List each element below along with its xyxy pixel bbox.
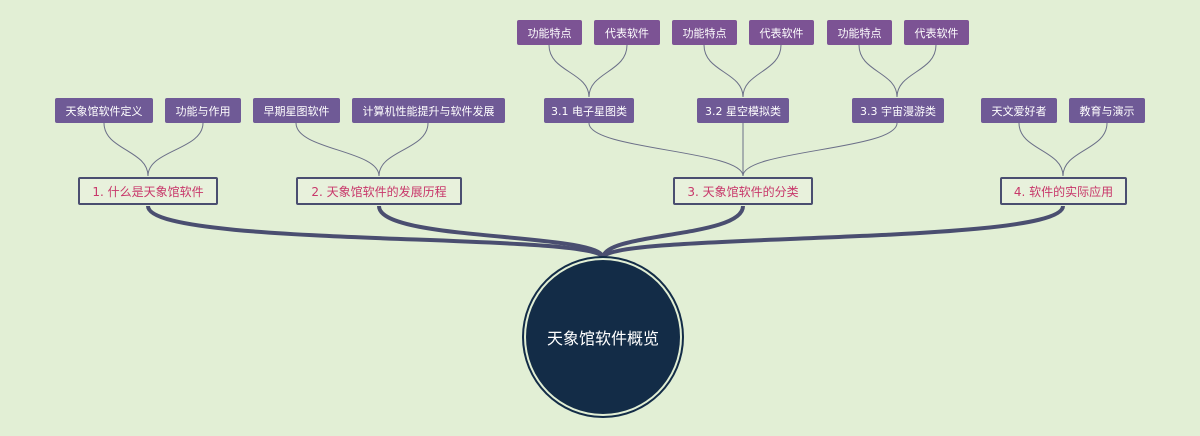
- branch-2[interactable]: 2. 天象馆软件的发展历程: [296, 177, 462, 205]
- connector-root-branch-2: [377, 205, 605, 259]
- leaf-3-3-features[interactable]: 功能特点: [827, 20, 892, 45]
- subnode-3-1[interactable]: 3.1 电子星图类: [544, 98, 634, 123]
- connector-b3-c1: [588, 122, 744, 177]
- connector-s3-l1: [858, 44, 898, 98]
- connector-b1-c2: [147, 122, 204, 177]
- connector-b3-c3: [742, 122, 898, 177]
- leaf-4-amateur[interactable]: 天文爱好者: [981, 98, 1057, 123]
- connector-b4-c2: [1062, 122, 1108, 177]
- leaf-3-2-features[interactable]: 功能特点: [672, 20, 737, 45]
- leaf-3-3-software[interactable]: 代表软件: [904, 20, 969, 45]
- leaf-4-education[interactable]: 教育与演示: [1069, 98, 1145, 123]
- branch-1[interactable]: 1. 什么是天象馆软件: [78, 177, 218, 205]
- connector-b4-c1: [1018, 122, 1064, 177]
- subnode-3-2[interactable]: 3.2 星空模拟类: [697, 98, 789, 123]
- subnode-3-3[interactable]: 3.3 宇宙漫游类: [852, 98, 944, 123]
- connector-root-branch-4: [601, 205, 1065, 260]
- connector-root-branch-3: [601, 205, 745, 259]
- leaf-2-early[interactable]: 早期星图软件: [253, 98, 340, 123]
- leaf-3-2-software[interactable]: 代表软件: [749, 20, 814, 45]
- connector-s3-l2: [896, 44, 937, 98]
- connector-b2-c2: [378, 122, 429, 177]
- leaf-1-function[interactable]: 功能与作用: [165, 98, 241, 123]
- connector-s2-l1: [703, 44, 744, 98]
- leaf-1-definition[interactable]: 天象馆软件定义: [55, 98, 153, 123]
- root-node[interactable]: 天象馆软件概览: [526, 260, 680, 414]
- leaf-3-1-features[interactable]: 功能特点: [517, 20, 582, 45]
- connector-root-branch-1: [146, 205, 605, 260]
- connector-s2-l2: [742, 44, 782, 98]
- connector-s1-l1: [548, 44, 590, 98]
- connector-s1-l2: [588, 44, 628, 98]
- branch-3[interactable]: 3. 天象馆软件的分类: [673, 177, 813, 205]
- leaf-3-1-software[interactable]: 代表软件: [594, 20, 660, 45]
- leaf-2-development[interactable]: 计算机性能提升与软件发展: [352, 98, 505, 123]
- connector-b2-c1: [295, 122, 380, 177]
- connector-b1-c1: [103, 122, 149, 177]
- branch-4[interactable]: 4. 软件的实际应用: [1000, 177, 1127, 205]
